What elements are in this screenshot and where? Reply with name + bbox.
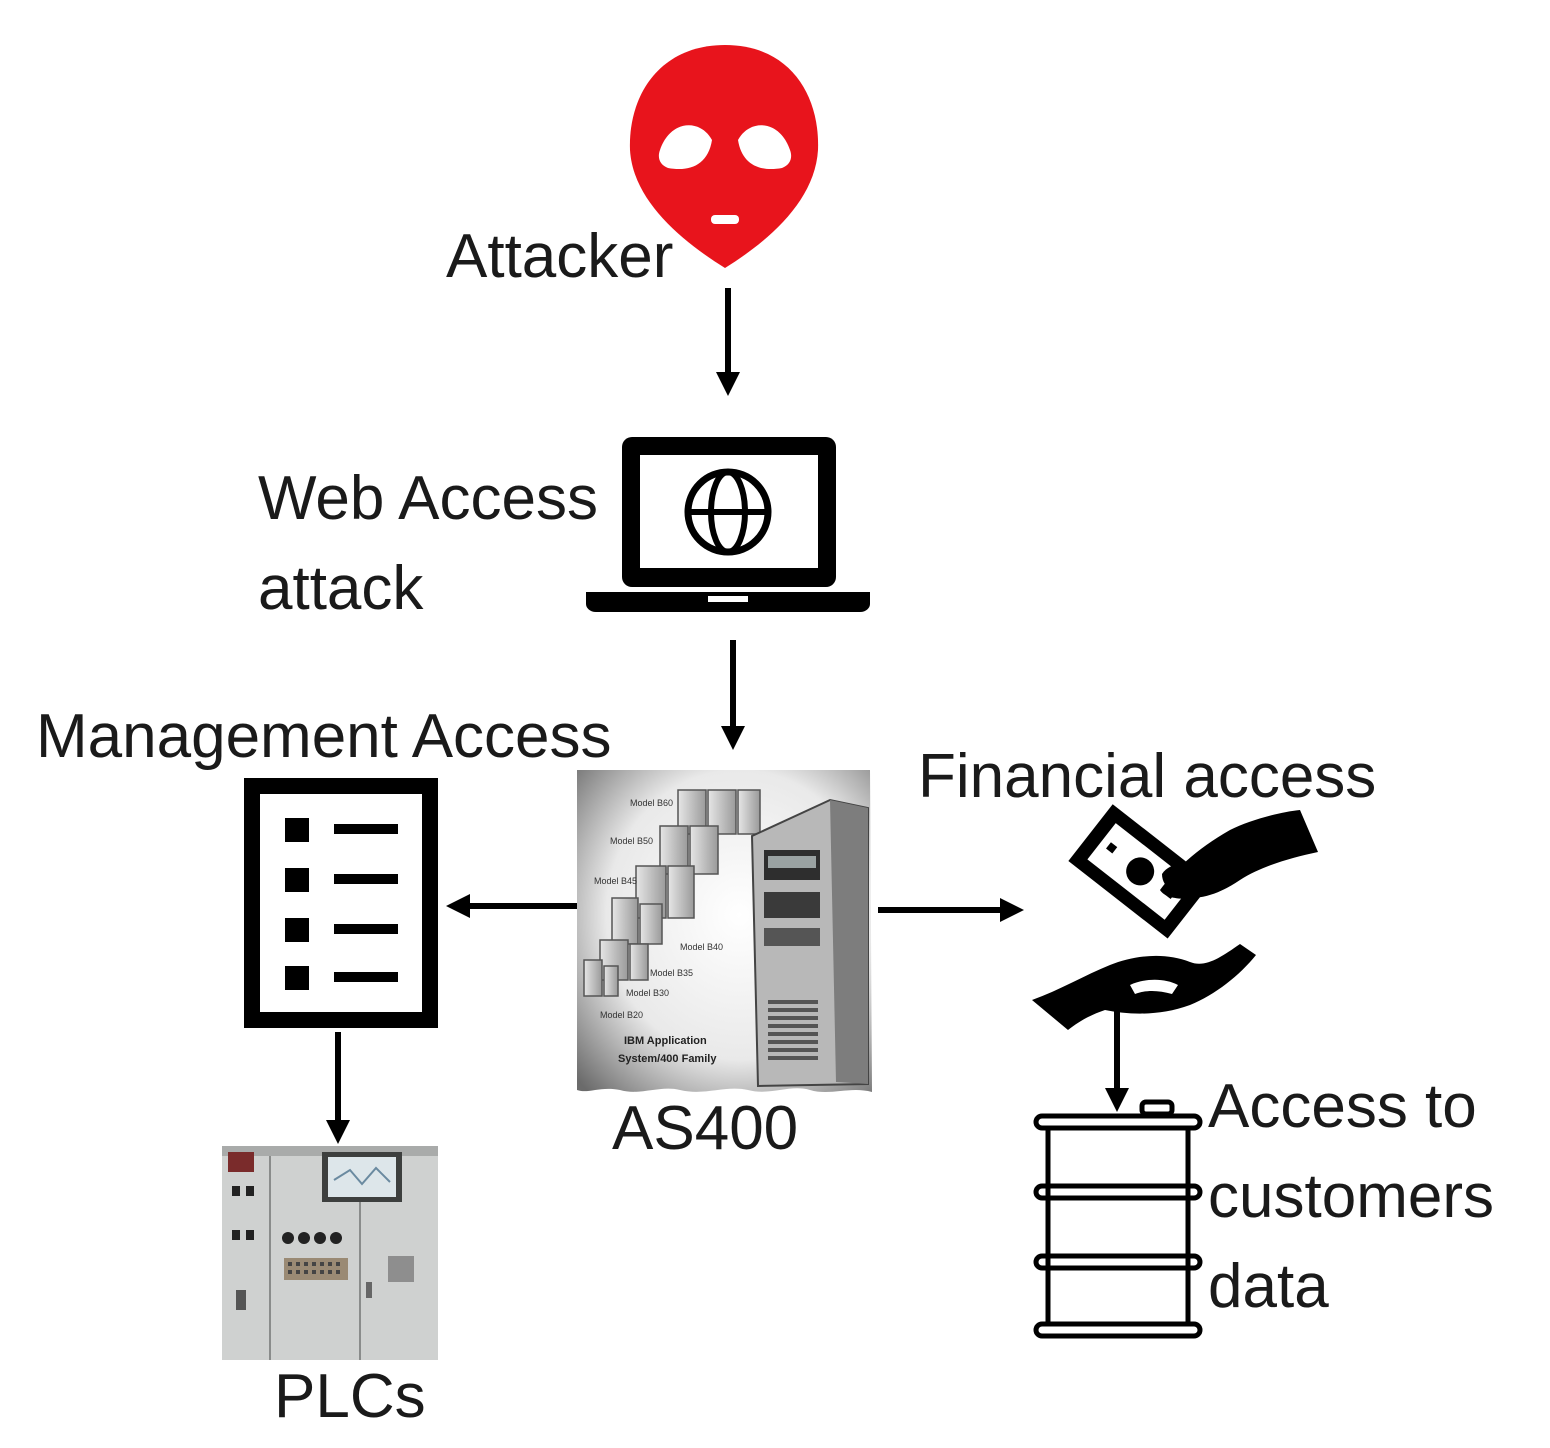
plcs-label: PLCs <box>274 1362 426 1431</box>
as400-model-label: Model B45 <box>594 876 637 886</box>
web-access-label-line1: Web Access <box>258 464 599 533</box>
arrow-as400-to-financial <box>878 898 1024 922</box>
web-access-label: Web Access attack <box>258 454 598 634</box>
arrow-web-to-as400 <box>721 640 745 750</box>
arrow-as400-to-management <box>446 894 578 918</box>
attacker-label: Attacker <box>446 222 674 291</box>
financial-access-label: Financial access <box>918 742 1377 811</box>
arrow-management-to-plcs <box>326 1032 350 1144</box>
as400-model-label: Model B60 <box>630 798 673 808</box>
as400-model-label: Model B35 <box>650 968 693 978</box>
plc-control-cabinet-image <box>222 1146 438 1360</box>
as400-caption-line2: System/400 Family <box>618 1053 717 1065</box>
as400-model-label: Model B40 <box>680 942 723 952</box>
alien-head-icon <box>629 45 819 268</box>
checklist-icon <box>244 778 438 1028</box>
money-exchange-hands-icon <box>1032 804 1318 1030</box>
as400-model-label: Model B30 <box>626 988 669 998</box>
database-barrel-icon <box>1033 1099 1203 1339</box>
customer-data-label: Access to customers data <box>1208 1062 1494 1332</box>
as400-model-label: Model B20 <box>600 1010 643 1020</box>
as400-label: AS400 <box>612 1094 799 1163</box>
web-access-label-line2: attack <box>258 554 424 623</box>
as400-model-label: Model B50 <box>610 836 653 846</box>
customer-data-label-line2: customers <box>1208 1162 1494 1231</box>
customer-data-label-line3: data <box>1208 1252 1329 1321</box>
arrow-attacker-to-web <box>716 288 740 396</box>
arrow-financial-to-data <box>1105 1005 1129 1112</box>
management-access-label: Management Access <box>36 702 612 771</box>
laptop-globe-icon <box>586 437 870 612</box>
as400-caption-line1: IBM Application <box>624 1035 707 1047</box>
customer-data-label-line1: Access to <box>1208 1072 1477 1141</box>
as400-server-family-image: Model B60 Model B50 Model B45 Model B40 … <box>577 770 872 1092</box>
